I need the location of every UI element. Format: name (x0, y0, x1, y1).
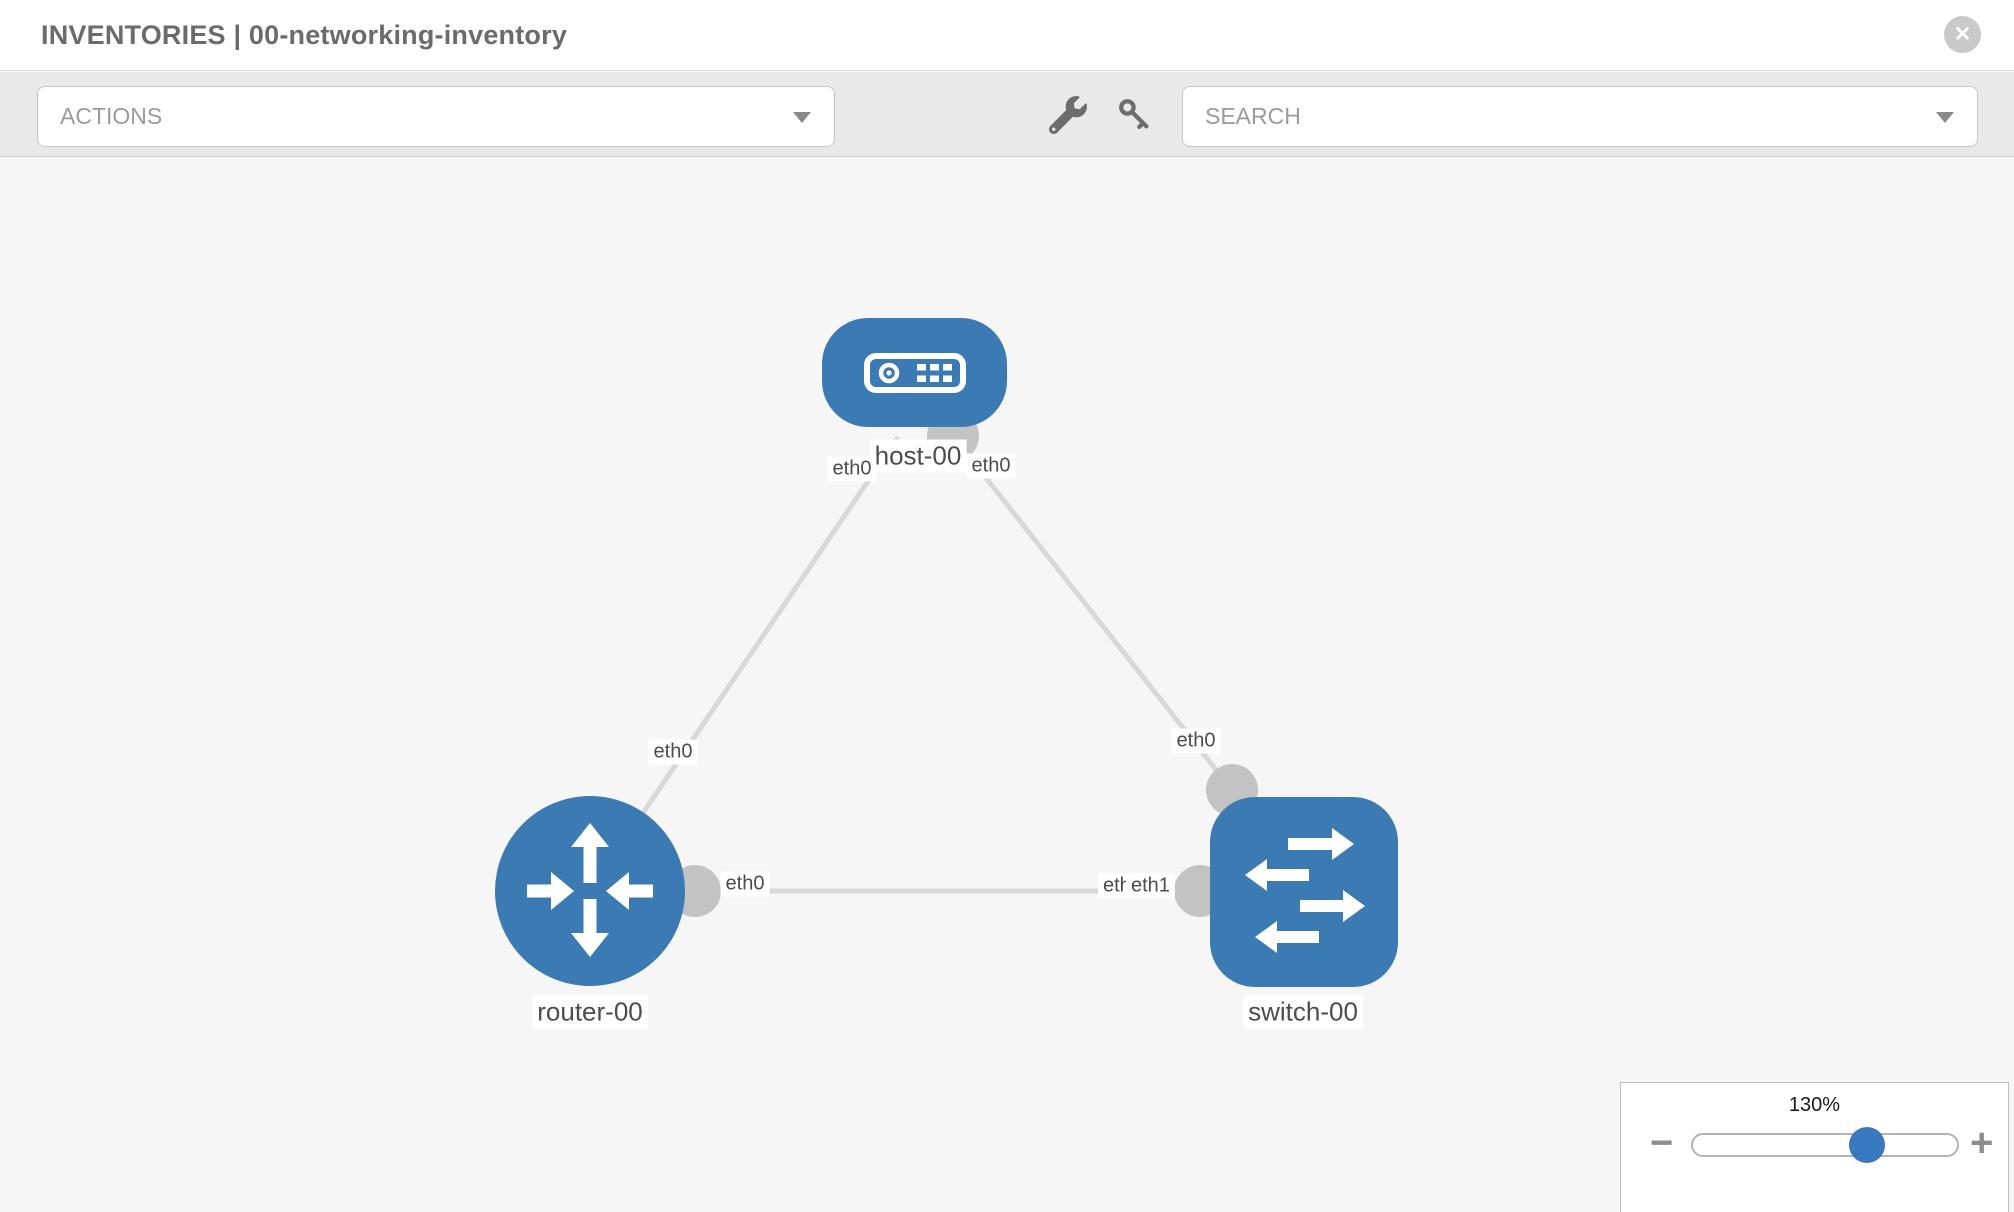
credentials-button[interactable] (1116, 96, 1154, 134)
topology-diagram (495, 318, 1398, 987)
host-icon (864, 353, 966, 393)
interface-label-host-left: eth0 (827, 456, 877, 482)
zoom-panel: 130% − + (1620, 1082, 2009, 1212)
switch-node-label: switch-00 (1243, 995, 1363, 1029)
links (587, 434, 1234, 894)
page-header: INVENTORIES | 00-networking-inventory ✕ (0, 0, 2014, 71)
zoom-level: 130% (1788, 1094, 1841, 1116)
topology-canvas[interactable]: host-00 router-00 switch-00 eth0 eth0 et… (0, 157, 2014, 1212)
interface-label-switch-eth1: eth1 (1126, 873, 1175, 899)
search-dropdown[interactable]: SEARCH (1182, 86, 1978, 147)
chevron-down-icon (793, 112, 811, 123)
search-dropdown-label: SEARCH (1205, 103, 1301, 129)
zoom-out-button[interactable]: − (1650, 1121, 1674, 1165)
interface-label-host-switch: eth0 (1171, 728, 1221, 754)
page-title: INVENTORIES | 00-networking-inventory (41, 20, 568, 50)
switch-icon (1245, 828, 1365, 953)
interface-label-router-host: eth0 (648, 739, 698, 765)
switch-node-shape[interactable] (1210, 797, 1398, 987)
interface-label-router-switch: eth0 (720, 871, 770, 897)
zoom-in-button[interactable]: + (1970, 1121, 1994, 1165)
zoom-slider-thumb[interactable] (1849, 1127, 1885, 1163)
node-router-00[interactable] (495, 796, 685, 986)
host-node-label: host-00 (869, 439, 967, 473)
ports (669, 410, 1258, 917)
host-node-shape[interactable] (822, 318, 1007, 427)
router-icon (527, 823, 653, 957)
router-node-label: router-00 (532, 995, 648, 1029)
toolbar: ACTIONS SEARCH (0, 72, 2014, 157)
close-icon[interactable]: ✕ (1944, 16, 1981, 53)
zoom-slider-track[interactable] (1691, 1127, 1959, 1163)
router-node-shape[interactable] (495, 796, 685, 986)
chevron-down-icon (1936, 112, 1954, 123)
node-switch-00[interactable] (1210, 797, 1398, 987)
node-host-00[interactable] (822, 318, 1007, 427)
configure-button[interactable] (1048, 96, 1087, 135)
actions-dropdown[interactable]: ACTIONS (37, 86, 835, 147)
interface-label-host-right: eth0 (966, 453, 1016, 479)
key-icon (1119, 99, 1149, 130)
actions-dropdown-label: ACTIONS (60, 103, 163, 129)
wrench-icon (1048, 96, 1087, 135)
